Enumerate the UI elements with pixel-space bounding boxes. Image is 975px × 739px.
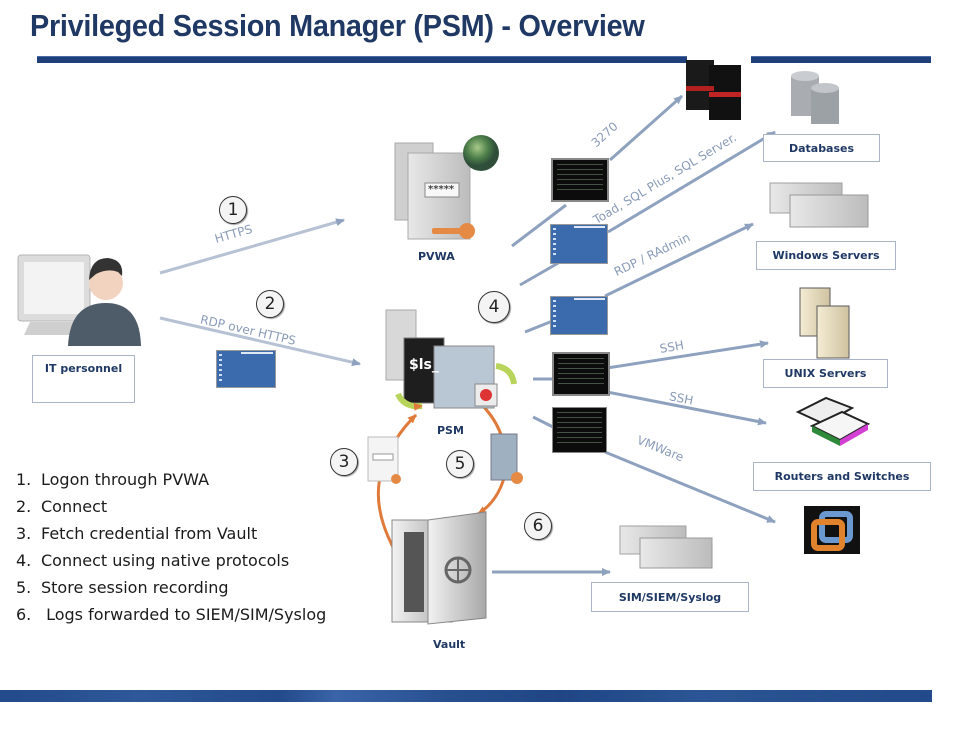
arrow-https xyxy=(159,218,345,275)
psm-terminal-text: $ls_ xyxy=(409,357,439,373)
vmware-console-screen xyxy=(552,407,607,453)
databases-box: Databases xyxy=(763,134,880,162)
siem-box: SIM/SIEM/Syslog xyxy=(591,582,749,612)
unix-servers-box: UNIX Servers xyxy=(763,359,888,388)
siem-servers-icon xyxy=(619,525,713,569)
step-badge-1: 1 xyxy=(219,196,247,224)
recording-icon xyxy=(490,433,523,484)
legend-item: 4.Connect using native protocols xyxy=(16,551,290,570)
legend-item: 2.Connect xyxy=(16,497,108,516)
credential-icon xyxy=(367,436,401,484)
arrow-pvwa-link xyxy=(511,203,567,248)
mainframe-icon xyxy=(686,60,741,120)
it-personnel-label: IT personnel xyxy=(32,355,135,403)
3270-terminal-screen xyxy=(551,158,609,202)
page-title: Privileged Session Manager (PSM) - Overv… xyxy=(30,8,645,43)
windows-servers-icon xyxy=(769,182,869,228)
routers-switches-box: Routers and Switches xyxy=(753,462,931,491)
vault-icon xyxy=(391,511,487,625)
pvwa-password-mask: ***** xyxy=(428,184,455,195)
pvwa-icon xyxy=(394,135,499,240)
psm-label: PSM xyxy=(437,424,464,437)
arrow-sql xyxy=(607,130,776,234)
arrow-ssh1 xyxy=(606,340,769,370)
vmware-icon xyxy=(804,506,860,554)
arrow-psm-vm-link xyxy=(532,415,554,429)
ssh-terminal-screen xyxy=(552,352,610,396)
step-badge-2: 2 xyxy=(256,290,284,318)
sql-session-screen xyxy=(550,224,608,264)
arrow-ssh2 xyxy=(606,390,767,426)
legend-item: 5.Store session recording xyxy=(16,578,229,597)
step-badge-3: 3 xyxy=(330,448,358,476)
step-badge-5: 5 xyxy=(446,450,474,478)
step-badge-4: 4 xyxy=(478,291,510,323)
arrow-rdp-over-https xyxy=(159,316,361,367)
routers-switches-icon xyxy=(795,396,871,446)
arrow-pvwa-link2 xyxy=(519,260,561,287)
arrow-3270 xyxy=(609,94,683,162)
title-rule-left xyxy=(37,56,687,63)
legend-item: 6. Logs forwarded to SIEM/SIM/Syslog xyxy=(16,605,327,624)
footer-bar xyxy=(0,690,932,702)
title-rule-right xyxy=(751,56,931,63)
step-badge-6: 6 xyxy=(524,512,552,540)
arrow-vmware xyxy=(604,450,776,524)
pvwa-label: PVWA xyxy=(418,250,455,263)
psm-icon xyxy=(385,309,517,411)
legend-item: 1.Logon through PVWA xyxy=(16,470,210,489)
vault-label: Vault xyxy=(433,638,466,651)
databases-icon xyxy=(791,71,839,124)
arrow-rdp-radmin xyxy=(604,222,754,298)
legend-item: 3.Fetch credential from Vault xyxy=(16,524,258,543)
it-personnel-icon xyxy=(17,254,141,346)
windows-servers-box: Windows Servers xyxy=(756,241,896,270)
rdp-radmin-screen xyxy=(550,296,608,335)
unix-servers-icon xyxy=(799,287,850,359)
rdp-session-screen xyxy=(216,350,276,388)
steps-legend: 1.Logon through PVWA 2.Connect 3.Fetch c… xyxy=(16,466,326,628)
